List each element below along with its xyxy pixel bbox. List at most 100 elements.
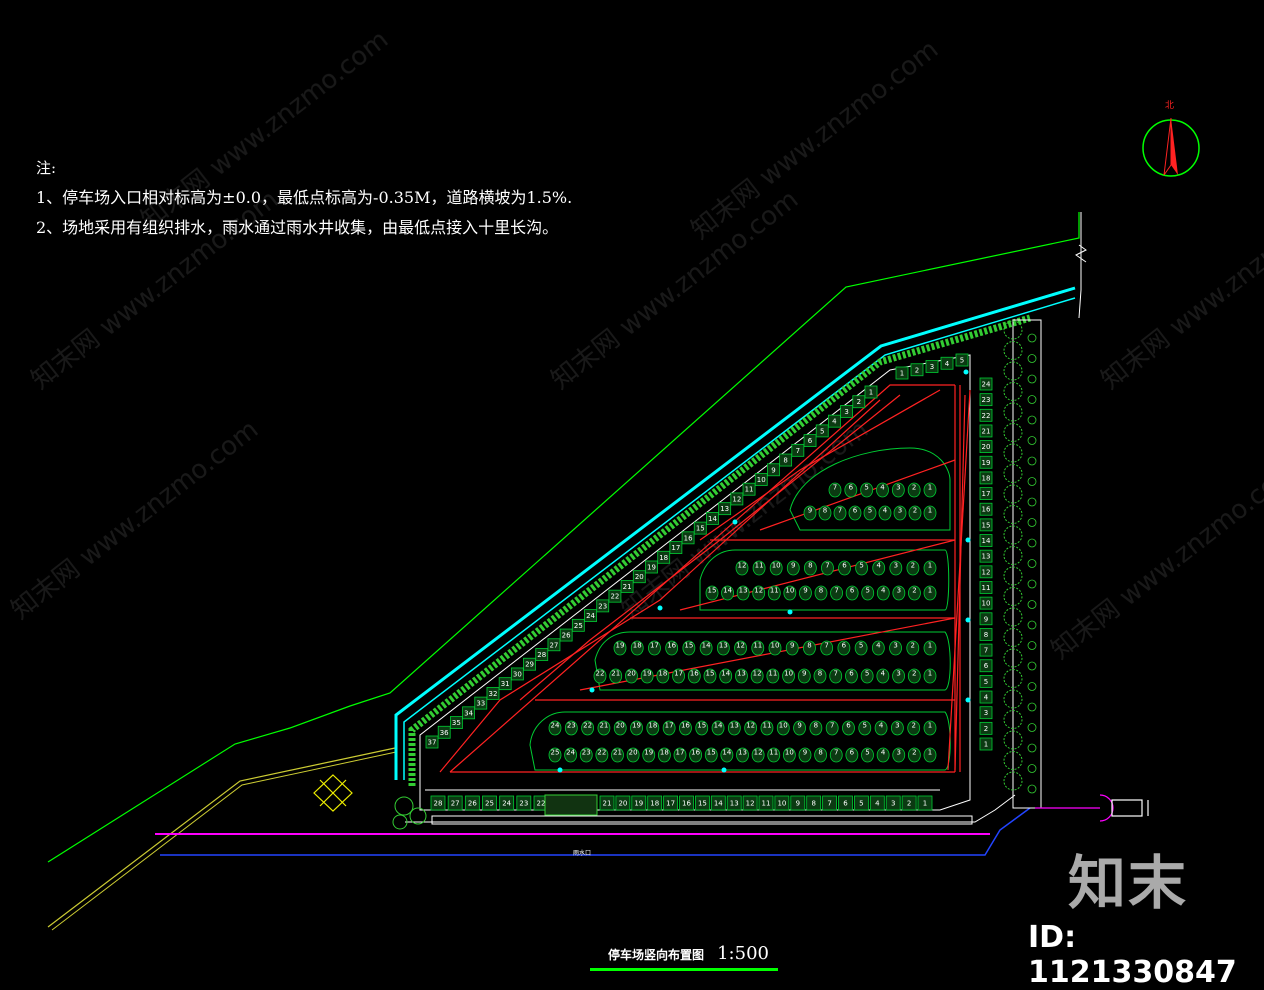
tree-icon [1003,484,1023,504]
stall-number: 6 [984,662,989,670]
stall-number: 8 [823,507,827,515]
parking-stall [596,599,610,613]
parking-stall [893,505,907,521]
stall-number: 11 [762,800,771,808]
parking-stall [907,747,921,763]
parking-stall [548,720,562,736]
parking-stall [425,735,439,749]
stall-number: 10 [777,800,786,808]
parking-stall [718,502,732,516]
parking-stall [858,720,872,736]
stall-number: 10 [785,749,794,757]
stall-number: 7 [833,670,837,678]
stall-number: 3 [896,670,900,678]
stall-number: 15 [708,587,717,595]
stall-number: 17 [674,670,683,678]
shrub-icon [1027,374,1037,384]
parking-stall [821,560,834,576]
stall-number: 21 [613,749,622,757]
stall-number: 4 [876,642,881,650]
stall-number: 36 [440,729,449,737]
stall-number: 37 [428,739,437,747]
tree-icon [1003,525,1023,545]
stall-number: 1 [923,800,927,808]
parking-stall [769,560,783,576]
stall-number: 18 [658,670,667,678]
stall-number: 31 [501,680,510,688]
parking-stall [510,667,524,681]
stall-number: 14 [982,537,991,545]
stall-number: 20 [629,749,638,757]
stall-number: 19 [616,642,625,650]
stall-number: 9 [803,749,807,757]
stall-number: 10 [784,670,793,678]
parking-stall [979,596,993,610]
stall-number: 10 [982,600,991,608]
parking-stall [760,720,774,736]
parking-stall [615,795,631,811]
parking-stall [814,585,828,601]
stall-number: 8 [984,631,988,639]
parking-stall [719,668,733,684]
parking-stall [608,589,622,603]
stall-number: 2 [907,800,911,808]
parking-stall [595,747,609,763]
parking-stall [785,640,799,656]
north-label: 北 [1165,101,1175,111]
note-line-1: 1、停车场入口相对标高为±0.0，最低点标高为-0.35M，道路横坡为1.5%. [36,188,573,207]
parking-stall [837,640,851,656]
parking-stall [923,560,937,576]
stall-number: 1 [869,389,873,397]
parking-stall [665,640,679,656]
stall-number: 20 [627,670,636,678]
parking-stall [593,668,607,684]
blue-line [160,807,1031,856]
stall-number: 12 [738,562,747,570]
road-edge-yellow-2 [51,751,397,931]
stall-number: 19 [647,564,656,572]
stall-number: 4 [880,484,885,492]
stall-number: 9 [808,507,812,515]
shrub-icon [1027,333,1037,343]
stall-number: 18 [660,749,669,757]
tree-icon [1003,771,1023,791]
parking-stall [872,560,886,576]
parking-stall [766,668,780,684]
stall-number: 22 [537,800,546,808]
parking-stall [979,440,993,454]
shrub-icon [1027,641,1037,650]
parking-stall [548,747,562,763]
stall-number: 16 [684,534,693,542]
stall-number: 29 [525,661,534,669]
stall-number: 16 [682,800,691,808]
stall-number: 22 [596,670,605,678]
parking-stall [630,720,643,736]
stall-number: 14 [721,670,730,678]
shrub-icon [1027,559,1037,568]
watermark-brand: 知末 [1068,849,1189,917]
parking-stall [613,720,627,736]
parking-stall [535,648,549,661]
parking-stall [979,549,993,563]
parking-stall [611,747,624,763]
stall-number: 17 [671,544,680,552]
parking-stall [979,737,993,751]
stall-number: 17 [666,800,675,808]
stall-number: 22 [610,593,619,601]
stall-number: 5 [864,484,868,492]
parking-stall [774,795,790,811]
stall-number: 12 [982,568,991,576]
parking-stall [720,747,734,763]
stall-number: 16 [690,670,699,678]
stall-number: 2 [913,507,917,515]
parking-stall [860,482,874,498]
parking-stall [710,795,726,811]
road-edge-yellow-1 [47,747,396,928]
parking-stall [979,408,993,422]
parking-stall [923,482,937,498]
parking-stall [559,628,573,642]
parking-stall [855,560,869,576]
